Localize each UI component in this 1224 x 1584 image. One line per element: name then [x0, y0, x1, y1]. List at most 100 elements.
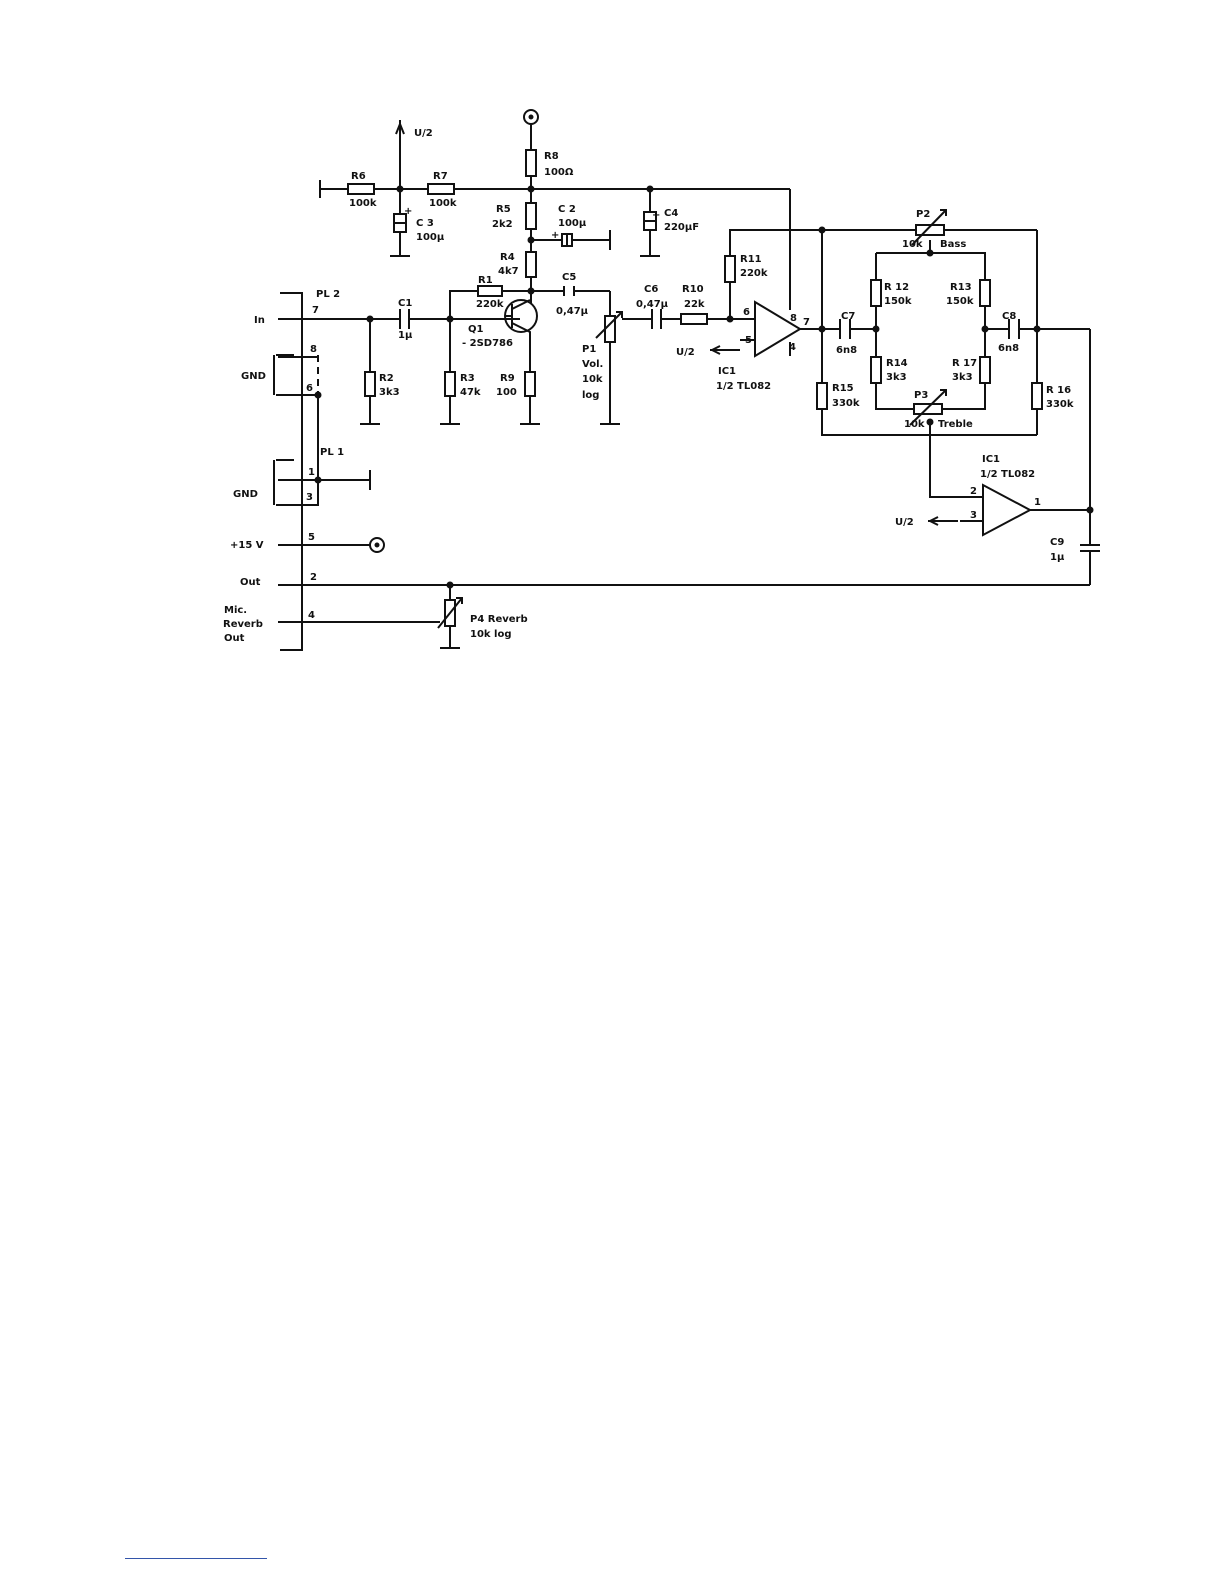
c2-name: C 2: [558, 204, 576, 215]
label-15v: +15 V: [230, 540, 264, 551]
resistor-r11: [724, 255, 736, 283]
r1-value: 220k: [476, 299, 504, 310]
r4-value: 4k7: [498, 266, 519, 277]
potentiometer-p2: [915, 224, 945, 236]
c4-name: C4: [664, 208, 678, 219]
r3-name: R3: [460, 373, 475, 384]
r9-value: 100: [496, 387, 517, 398]
p2-label: Bass: [940, 239, 966, 250]
r16-value: 330k: [1046, 399, 1074, 410]
r4-name: R4: [500, 252, 515, 263]
wiring: [273, 109, 1100, 651]
c4-polarity: +: [652, 210, 660, 221]
resistor-r13: [979, 279, 991, 307]
c2-polarity: +: [551, 230, 559, 241]
c5-value: 0,47µ: [556, 306, 589, 317]
ic1b-pin-3: 3: [970, 510, 977, 521]
p2-value: 10k: [902, 239, 923, 250]
ic1a-pin-8: 8: [790, 313, 797, 324]
q1-value: - 2SD786: [462, 338, 513, 349]
r5-name: R5: [496, 204, 511, 215]
label-u2-ic1b: U/2: [895, 517, 914, 528]
potentiometer-p3: [913, 403, 943, 415]
r11-value: 220k: [740, 268, 768, 279]
label-mic-2: Reverb: [223, 619, 263, 630]
c3-polarity: +: [404, 206, 412, 217]
pl1-pin-1: 1: [308, 467, 315, 478]
ic1b-pin-2: 2: [970, 486, 977, 497]
c2-value: 100µ: [558, 218, 587, 229]
footer-rule: [125, 1558, 267, 1559]
ic1a-name: IC1: [718, 366, 736, 377]
r2-value: 3k3: [379, 387, 400, 398]
r16-name: R 16: [1046, 385, 1071, 396]
label-out: Out: [240, 577, 261, 588]
ic1b-pin-1: 1: [1034, 497, 1041, 508]
r5-value: 2k2: [492, 219, 513, 230]
r8-name: R8: [544, 151, 559, 162]
r15-value: 330k: [832, 398, 860, 409]
p2-name: P2: [916, 209, 930, 220]
r11-name: R11: [740, 254, 762, 265]
r3-value: 47k: [460, 387, 481, 398]
c4-value: 220µF: [664, 222, 699, 233]
p3-name: P3: [914, 390, 928, 401]
resistor-r1: [477, 285, 503, 297]
resistor-r15: [816, 382, 828, 410]
c6-name: C6: [644, 284, 658, 295]
ic1a-value: 1/2 TL082: [716, 381, 771, 392]
resistor-r10: [680, 313, 708, 325]
r17-name: R 17: [952, 358, 977, 369]
label-mic-3: Out: [224, 633, 245, 644]
resistor-r2: [364, 371, 376, 397]
c7-value: 6n8: [836, 345, 857, 356]
cap-plates: [394, 209, 947, 629]
r17-value: 3k3: [952, 372, 973, 383]
label-mic-1: Mic.: [224, 605, 247, 616]
r1-name: R1: [478, 275, 493, 286]
resistor-r12: [870, 279, 882, 307]
label-gnd-2: GND: [233, 489, 258, 500]
c6-value: 0,47µ: [636, 299, 669, 310]
r12-value: 150k: [884, 296, 912, 307]
p4-name: P4 Reverb: [470, 614, 528, 625]
c5-name: C5: [562, 272, 576, 283]
pl2-pin-8: 8: [310, 344, 317, 355]
r7-name: R7: [433, 171, 448, 182]
r6-name: R6: [351, 171, 366, 182]
resistor-r6: [347, 183, 375, 195]
r9-name: R9: [500, 373, 515, 384]
label-u2: U/2: [414, 128, 433, 139]
p1-line2: Vol.: [582, 359, 603, 370]
resistor-r8: [525, 149, 537, 177]
r6-value: 100k: [349, 198, 377, 209]
resistor-r5: [525, 202, 537, 230]
c1-value: 1µ: [398, 330, 413, 341]
r10-name: R10: [682, 284, 704, 295]
pl2-pin-6: 6: [306, 383, 313, 394]
ic1a-pin-5: 5: [745, 335, 752, 346]
r14-name: R14: [886, 358, 908, 369]
ic1b-value: 1/2 TL082: [980, 469, 1035, 480]
pl2-label: PL 2: [316, 289, 340, 300]
c9-value: 1µ: [1050, 552, 1065, 563]
pl1-label: PL 1: [320, 447, 344, 458]
r2-name: R2: [379, 373, 394, 384]
c3-name: C 3: [416, 218, 434, 229]
resistor-r16: [1031, 382, 1043, 410]
label-in: In: [254, 315, 265, 326]
r8-value: 100Ω: [544, 167, 574, 178]
pl1-pin-2: 2: [310, 572, 317, 583]
r7-value: 100k: [429, 198, 457, 209]
pl2-pin-in: 7: [312, 305, 319, 316]
r13-value: 150k: [946, 296, 974, 307]
c1-name: C1: [398, 298, 412, 309]
resistor-r9: [524, 371, 536, 397]
pl1-pin-4: 4: [308, 610, 315, 621]
labels: PL 2 7 8 6 PL 1 1 3 5 2 4 In GND GND +15…: [223, 128, 1074, 644]
p1-name: P1: [582, 344, 596, 355]
resistor-r17: [979, 356, 991, 384]
label-u2-ic1a: U/2: [676, 347, 695, 358]
pl1-pin-5: 5: [308, 532, 315, 543]
r14-value: 3k3: [886, 372, 907, 383]
